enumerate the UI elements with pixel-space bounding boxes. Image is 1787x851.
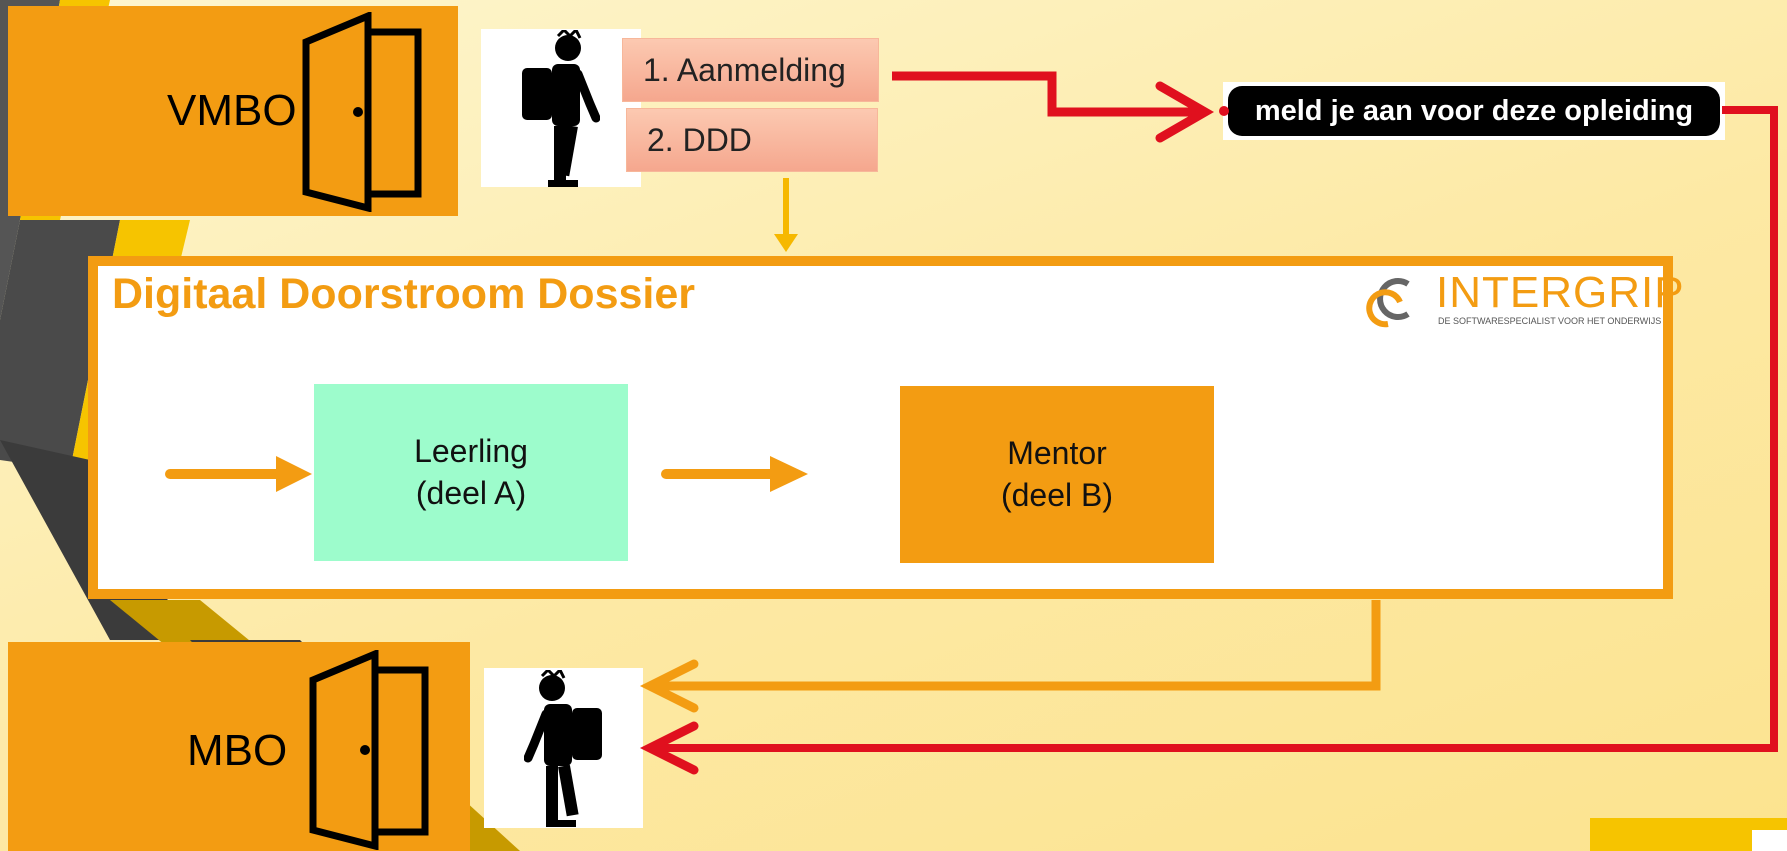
orange-arrow-ddd-to-panel [774,178,798,252]
red-arrow-aanmelding-to-meld [892,71,1229,143]
mentor-label: Mentor [1007,434,1107,471]
intergrip-logo-name: INTERGRIP [1436,268,1685,317]
dossier-title: Digitaal Doorstroom Dossier [112,270,695,318]
intergrip-logo-tagline: DE SOFTWARESPECIALIST VOOR HET ONDERWIJS [1438,316,1662,326]
door-icon [309,650,429,850]
mentor-box[interactable]: Mentor (deel B) [900,386,1214,563]
meld-button[interactable]: meld je aan voor deze opleiding [1228,86,1720,136]
red-arrow-meld-to-mbo [639,106,1778,775]
orange-arrow-panel-to-mbo [639,600,1381,713]
door-icon [302,12,422,212]
student-icon [522,30,600,187]
leerling-sublabel: (deel A) [415,474,527,511]
mbo-label: MBO [187,726,288,775]
leerling-box[interactable]: Leerling (deel A) [314,384,628,561]
step-aanmelding[interactable]: 1. Aanmelding [622,38,879,102]
orange-arrow-to-leerling [165,456,312,492]
mentor-sublabel: (deel B) [1000,476,1114,513]
student-icon [524,670,602,827]
vmbo-box [8,6,458,216]
mbo-box [8,642,470,851]
step-ddd[interactable]: 2. DDD [626,108,878,172]
orange-arrow-leerling-to-mentor [661,456,808,492]
leerling-label: Leerling [414,432,528,469]
intergrip-logo-icon [1366,278,1410,328]
vmbo-label: VMBO [167,86,297,135]
